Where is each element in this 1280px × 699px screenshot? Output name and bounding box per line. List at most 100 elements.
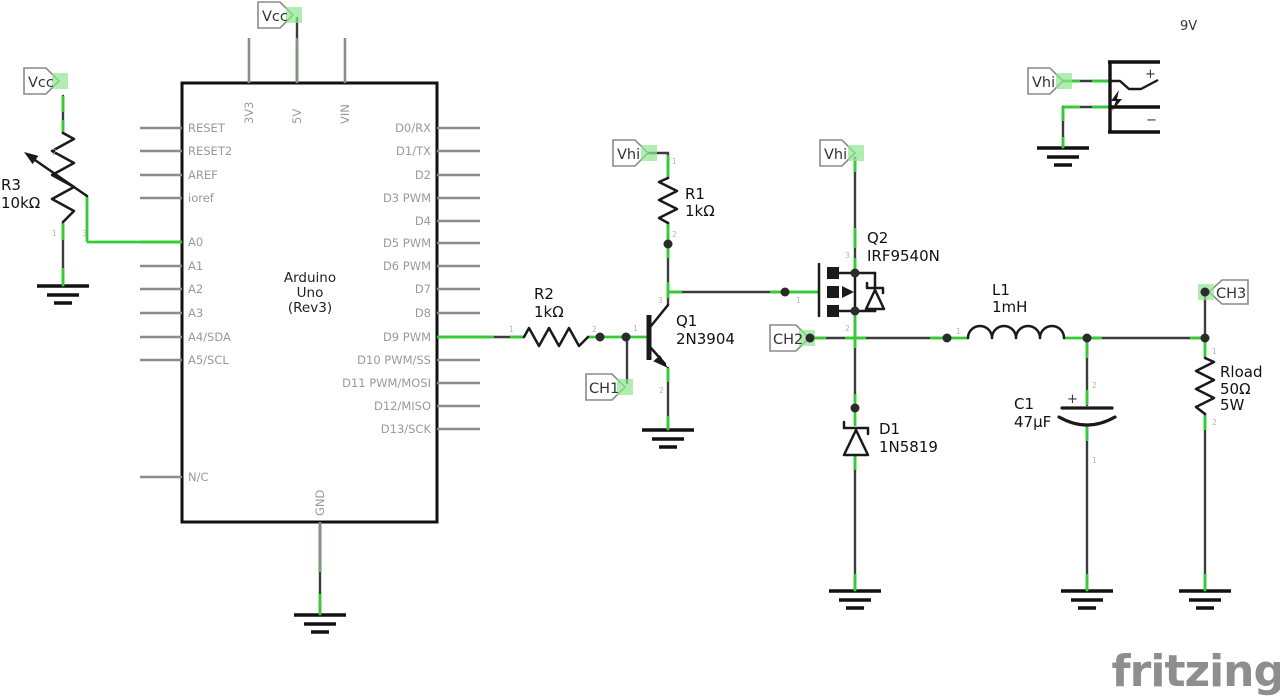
arduino-title: Uno [297, 285, 324, 301]
component-value: 47µF [1014, 413, 1051, 431]
resistor-rload[interactable]: Rload 50Ω 5W [1194, 356, 1262, 416]
component-ref: Q2 [867, 229, 888, 247]
emitter-arrow-icon [653, 355, 668, 368]
component-ref: D1 [879, 420, 900, 438]
mosfet-q2[interactable]: Q2 IRF9540N [817, 229, 940, 318]
pin-label: RESET [188, 121, 226, 135]
arduino-title: Arduino [284, 270, 336, 286]
pin-number: 1 [633, 324, 638, 333]
net-flag-label: Vhi [617, 147, 640, 163]
pin-label: D2 [415, 168, 431, 182]
arduino-top-pins[interactable] [247, 38, 347, 83]
connection-highlight [52, 73, 68, 89]
lightning-bolt-icon [1111, 90, 1122, 111]
pin-number: 3 [845, 251, 850, 260]
net-flag-vcc-pot[interactable]: Vcc [23, 67, 68, 95]
connection-highlight [641, 145, 657, 161]
net-flag-ch3[interactable]: CH3 [1198, 279, 1249, 305]
ground-icon [1035, 146, 1091, 167]
capacitor-c1[interactable]: + C1 47µF [1014, 392, 1117, 431]
battery-9v[interactable]: + − 9V [1108, 19, 1197, 134]
pin-label: D5 PWM [383, 236, 431, 250]
pin-label: D8 [415, 306, 431, 320]
connection-highlight [286, 7, 302, 23]
pin-label: VIN [338, 104, 352, 124]
ground-icon [1177, 589, 1233, 610]
pin-number: 2 [52, 148, 57, 157]
net-flag-label: CH2 [773, 332, 803, 348]
connection-highlight [848, 145, 864, 161]
pin-label: A5/SCL [188, 353, 229, 367]
pin-label: A0 [188, 235, 203, 249]
pin-number: 2 [592, 325, 597, 334]
pin-label: RESET2 [188, 144, 232, 158]
pin-label: D3 PWM [383, 191, 431, 205]
pin-label: A1 [188, 259, 203, 273]
pin-label: A4/SDA [188, 330, 231, 344]
ground-icon [827, 589, 883, 610]
junction-dot [805, 333, 815, 343]
diode-d1[interactable]: D1 1N5819 [842, 420, 938, 457]
pin-number: 1 [1092, 456, 1097, 465]
pin-number: 2 [845, 324, 850, 333]
net-flag-label: CH3 [1216, 286, 1246, 302]
ground-icon [640, 428, 696, 449]
component-ref: Rload [1220, 363, 1262, 381]
net-flag-vhi-r1[interactable]: Vhi [612, 139, 657, 167]
pin-label: AREF [188, 168, 218, 182]
net-flag-ch1[interactable]: CH1 [585, 373, 633, 401]
pin-label: D10 PWM/SS [357, 353, 431, 367]
ground-icon [35, 284, 91, 305]
component-ref: C1 [1014, 395, 1034, 413]
net-flag-vhi-q2[interactable]: Vhi [819, 139, 864, 167]
ground-icon [292, 613, 348, 634]
transistor-q1[interactable]: Q1 2N3904 [646, 303, 735, 368]
ground-icon [1059, 589, 1115, 610]
pin-label: D1/TX [396, 144, 431, 158]
component-value: 1mH [992, 298, 1027, 316]
battery-plus: + [1145, 67, 1156, 82]
component-value: 1kΩ [685, 202, 715, 220]
resistor-r1[interactable]: R1 1kΩ [657, 176, 715, 225]
pin-label: D0/RX [395, 121, 431, 135]
component-ref: R1 [685, 185, 705, 203]
component-value: 1N5819 [879, 438, 938, 456]
net-flag-label: CH1 [589, 381, 619, 397]
component-value: IRF9540N [867, 247, 940, 265]
pin-number: 2 [672, 230, 677, 239]
component-value: 2N3904 [676, 330, 735, 348]
diode-triangle-icon [842, 428, 870, 457]
pin-label: N/C [188, 470, 209, 484]
cathode-bar [842, 420, 870, 436]
net-flag-vcc-5v[interactable]: Vcc [257, 1, 302, 29]
component-ref: R3 [1, 176, 21, 194]
battery-voltage-label: 9V [1180, 19, 1197, 34]
inductor-l1[interactable]: L1 1mH [966, 281, 1066, 340]
resistor-r2[interactable]: R2 1kΩ [522, 285, 590, 348]
pin-label: 5V [290, 109, 304, 124]
component-ref: Q1 [676, 312, 697, 330]
fritzing-watermark: fritzing [1112, 646, 1280, 697]
battery-minus: − [1146, 113, 1157, 128]
polarity-plus: + [1067, 392, 1078, 407]
arduino-right-pins[interactable] [437, 126, 480, 431]
body-diode-icon [864, 288, 886, 311]
net-flag-label: Vcc [28, 75, 54, 91]
pin-number: 1 [672, 157, 677, 166]
component-value: 1kΩ [534, 303, 564, 321]
body-diode-cathode [865, 281, 885, 295]
net-flag-vhi-battery[interactable]: Vhi [1027, 67, 1072, 95]
arduino-uno[interactable]: RESET RESET2 AREF ioref A0 A1 A2 A3 A4/S… [140, 38, 480, 570]
pin-label: D9 PWM [383, 330, 431, 344]
arduino-left-pins[interactable] [140, 126, 182, 479]
substrate-arrow-icon [842, 286, 854, 298]
pin-label: D12/MISO [374, 399, 431, 413]
component-value: 10kΩ [1, 194, 40, 212]
pin-label: GND [313, 489, 327, 516]
connection-highlight [617, 379, 633, 395]
net-flag-ch2[interactable]: CH2 [769, 324, 815, 352]
potentiometer-r3[interactable]: R3 10kΩ [1, 131, 89, 224]
pin-label: D4 [415, 214, 431, 228]
pin-label: ioref [188, 191, 215, 205]
